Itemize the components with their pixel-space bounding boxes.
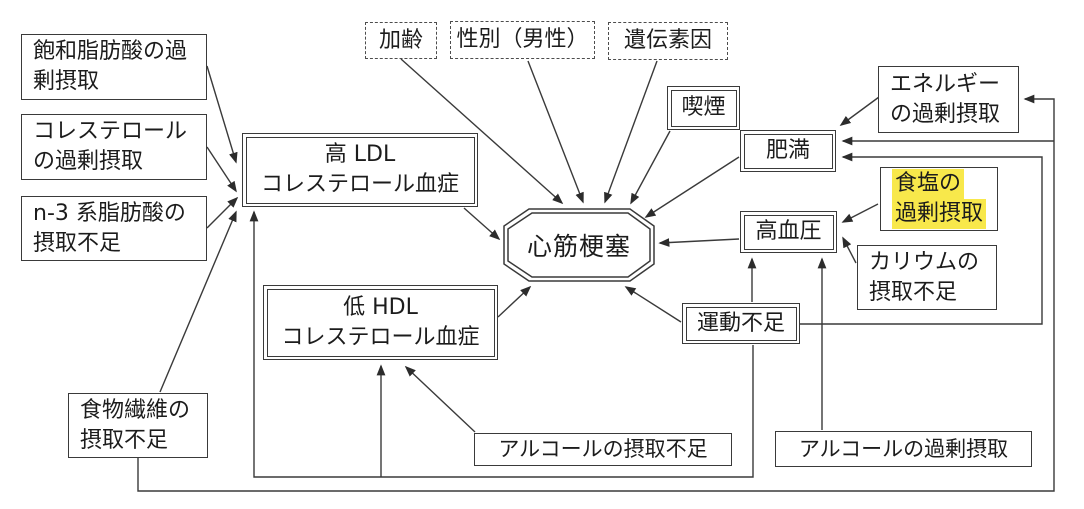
- node-genetic-factor: 遺伝素因: [608, 22, 728, 60]
- edge-saturated-fat-to-high-ldl: [206, 65, 238, 164]
- node-obesity: 肥満: [740, 130, 836, 172]
- node-label: コレステロール: [33, 119, 188, 145]
- node-label: アルコールの過剰摂取: [798, 436, 1009, 461]
- edge-salt-to-hypertension: [841, 203, 879, 223]
- node-label: 摂取不足: [33, 230, 122, 256]
- node-dietary-fiber-deficit: 食物繊維の 摂取不足: [68, 393, 208, 458]
- edge-exercise-to-obesity: [800, 152, 1043, 325]
- node-label: 運動不足: [696, 310, 785, 336]
- node-label: 摂取不足: [869, 279, 958, 305]
- node-label: の過剰摂取: [33, 149, 144, 174]
- node-label: 性別（男性）: [456, 27, 589, 53]
- edge-hypertension-to-mi: [658, 238, 740, 247]
- node-label: 肥満: [765, 138, 810, 164]
- node-label: 喫煙: [681, 95, 726, 121]
- node-smoking: 喫煙: [667, 86, 740, 130]
- node-n3-fatty-acid-deficit: n-3 系脂肪酸の 摂取不足: [21, 196, 207, 261]
- edge-genetic-to-mi: [604, 60, 658, 204]
- node-label: 摂取不足: [80, 427, 169, 453]
- node-label-highlighted: 食塩の: [892, 169, 965, 199]
- node-label: の過剰摂取: [890, 101, 1001, 127]
- node-label: カリウムの: [869, 249, 980, 275]
- edge-low-hdl-to-mi: [497, 285, 532, 318]
- node-label: 加齢: [378, 27, 423, 53]
- edge-alcohol-deficit-to-low-hdl: [404, 365, 476, 433]
- edge-potassium-to-hypertension: [842, 236, 857, 264]
- node-label: エネルギー: [890, 71, 1001, 97]
- node-alcohol-deficit: アルコールの摂取不足: [474, 433, 732, 466]
- node-label: 心筋梗塞: [526, 232, 631, 261]
- node-label: 低 HDL: [343, 294, 418, 320]
- node-label: 高血圧: [755, 219, 822, 245]
- node-label: n-3 系脂肪酸の: [33, 200, 186, 226]
- node-exercise-deficit: 運動不足: [682, 303, 800, 344]
- node-sex-male: 性別（男性）: [450, 21, 595, 59]
- node-label: 飽和脂肪酸の過: [33, 39, 188, 65]
- node-energy-excess: エネルギー の過剰摂取: [878, 66, 1019, 133]
- node-label: コレステロール血症: [281, 324, 480, 350]
- node-high-ldl-cholesterolemia: 高 LDL コレステロール血症: [242, 133, 478, 207]
- node-salt-excess: 食塩の 過剰摂取: [880, 167, 998, 231]
- edge-exercise-to-high-ldl: [249, 210, 754, 478]
- edge-smoking-to-mi: [630, 130, 671, 205]
- edge-energy-to-obesity: [839, 96, 880, 126]
- edge-n3-to-high-ldl: [206, 196, 239, 229]
- node-myocardial-infarction: 心筋梗塞: [504, 209, 654, 281]
- edge-fiber-to-high-ldl: [159, 210, 237, 393]
- mi-octagon: [503, 208, 655, 282]
- node-label-highlighted: 過剰摂取: [892, 199, 987, 229]
- node-label: アルコールの摂取不足: [498, 437, 708, 462]
- node-cholesterol-excess: コレステロール の過剰摂取: [21, 114, 207, 180]
- node-low-hdl-cholesterolemia: 低 HDL コレステロール血症: [263, 285, 498, 360]
- node-aging: 加齢: [365, 22, 437, 59]
- node-label: 食物繊維の: [80, 397, 191, 423]
- edge-cholesterol-to-high-ldl: [206, 146, 237, 193]
- edge-high-ldl-to-mi: [463, 207, 501, 241]
- edge-aging-to-mi: [400, 58, 564, 205]
- node-label: 遺伝素因: [623, 28, 712, 54]
- node-alcohol-excess: アルコールの過剰摂取: [775, 431, 1032, 467]
- node-label: 高 LDL: [324, 142, 396, 168]
- node-label: 剰摂取: [33, 69, 100, 94]
- node-hypertension: 高血圧: [740, 211, 837, 253]
- edge-exercise-to-mi: [624, 286, 682, 323]
- node-saturated-fat-excess: 飽和脂肪酸の過 剰摂取: [21, 34, 207, 100]
- edge-sex-to-mi: [527, 60, 584, 204]
- node-potassium-deficit: カリウムの 摂取不足: [857, 245, 997, 310]
- edge-obesity-to-mi: [644, 156, 740, 218]
- edge-fiber-to-energy-excess: [137, 94, 1055, 492]
- node-label: コレステロール血症: [260, 172, 459, 197]
